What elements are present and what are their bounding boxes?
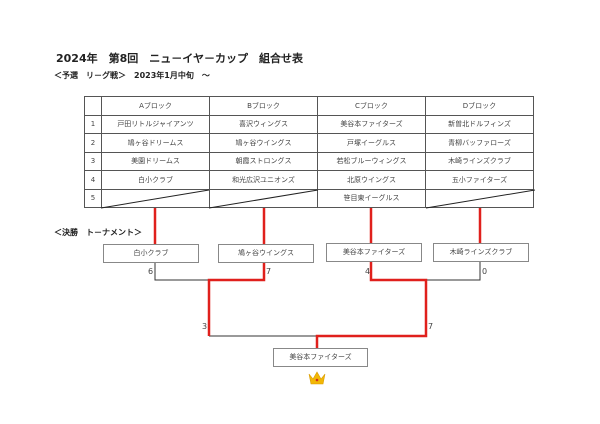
- score: 6: [148, 267, 154, 276]
- team-cell: 五小ファイターズ: [425, 170, 534, 190]
- bracket-winner-path: [153, 208, 482, 348]
- tournament-team-box: 鳩ヶ谷ウイングス: [218, 244, 314, 263]
- team-cell: 喜沢ウィングス: [209, 114, 318, 134]
- score: 3: [202, 322, 208, 331]
- team-cell: 笹目東イーグルス: [317, 188, 426, 208]
- page-title: 2024年 第8回 ニュ－イヤ－カップ 組合せ表: [56, 52, 303, 65]
- team-cell: 青柳バッファローズ: [425, 133, 534, 153]
- table-header-row: Aブロック Bブロック Cブロック Dブロック: [84, 96, 534, 116]
- league-subtitle: ＜予選 リ－グ戦＞ 2023年1月中旬 ～: [54, 71, 210, 80]
- tournament-heading: ＜決勝 ト－ナメント＞: [54, 228, 142, 237]
- tournament-team-box: 美谷本ファイターズ: [326, 243, 422, 262]
- empty-cell-slashes: [100, 189, 536, 209]
- score: 7: [266, 267, 272, 276]
- champion-box: 美谷本ファイターズ: [273, 348, 368, 367]
- tournament-team-box: 白小クラブ: [103, 244, 199, 263]
- team-cell: 新曽北ドルフィンズ: [425, 114, 534, 134]
- team-cell: 和光広沢ユニオンズ: [209, 170, 318, 190]
- crown-icon: [308, 371, 326, 385]
- team-cell: 戸田リトルジャイアンツ: [101, 114, 210, 134]
- team-cell: 木崎ラインズクラブ: [425, 151, 534, 171]
- bracket-black: [154, 262, 481, 337]
- score: 0: [482, 267, 488, 276]
- score: 7: [428, 322, 434, 331]
- score: 4: [365, 267, 371, 276]
- empty-cell: [425, 188, 534, 208]
- tournament-team-box: 木崎ラインズクラブ: [433, 243, 529, 262]
- team-cell: 戸塚イーグルス: [317, 133, 426, 153]
- row-number: 2: [84, 133, 102, 153]
